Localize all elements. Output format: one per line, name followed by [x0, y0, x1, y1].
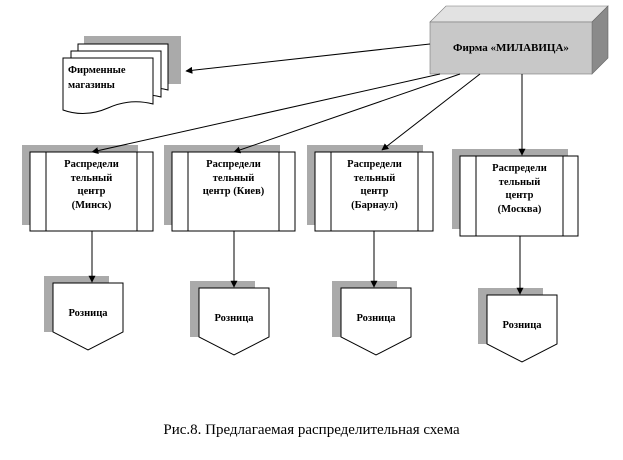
center-label-minsk: Распредели тельный центр (Минск) — [64, 159, 119, 211]
stores-doc-front — [62, 57, 154, 114]
retail-shape — [198, 287, 270, 356]
figure-caption: Рис.8. Предлагаемая распределительная сх… — [163, 422, 460, 438]
connector-arrows — [88, 43, 526, 295]
stores-document-stack — [62, 36, 181, 114]
arrow-firm-to-kiev — [233, 73, 461, 154]
firm-label: Фирма «МИЛАВИЦА» — [453, 42, 569, 54]
center-body — [29, 151, 154, 232]
retail-label-barnaul: Розница — [356, 313, 396, 324]
retail-label-minsk: Розница — [68, 308, 108, 319]
retail-node-minsk — [44, 276, 124, 351]
retail-shape — [486, 294, 558, 363]
firm-box-front — [429, 21, 593, 75]
retail-node-kiev — [190, 281, 270, 356]
retail-shape — [340, 287, 412, 356]
firm-box — [429, 5, 609, 75]
center-body — [171, 151, 296, 232]
arrow-firm-to-barnaul — [381, 73, 481, 151]
center-box-minsk — [22, 145, 154, 232]
retail-shape — [52, 282, 124, 351]
center-box-barnaul — [307, 145, 434, 232]
arrow-firm-to-stores — [185, 43, 431, 74]
retail-node-barnaul — [332, 281, 412, 356]
retail-label-kiev: Розница — [214, 313, 254, 324]
center-body — [314, 151, 434, 232]
firm-box-top — [429, 5, 609, 23]
center-label-moscow: Распредели тельный центр (Москва) — [492, 163, 547, 215]
center-label-barnaul: Распредели тельный центр (Барнаул) — [347, 159, 402, 211]
retail-label-moscow: Розница — [502, 320, 542, 331]
center-box-kiev — [164, 145, 296, 232]
center-body — [459, 155, 579, 237]
retail-node-moscow — [478, 288, 558, 363]
center-label-kiev: Распредели тельный центр (Киев) — [202, 159, 265, 197]
arrow-firm-to-minsk — [91, 73, 441, 155]
center-box-moscow — [452, 149, 579, 237]
stores-label: Фирменные магазины — [68, 65, 126, 91]
